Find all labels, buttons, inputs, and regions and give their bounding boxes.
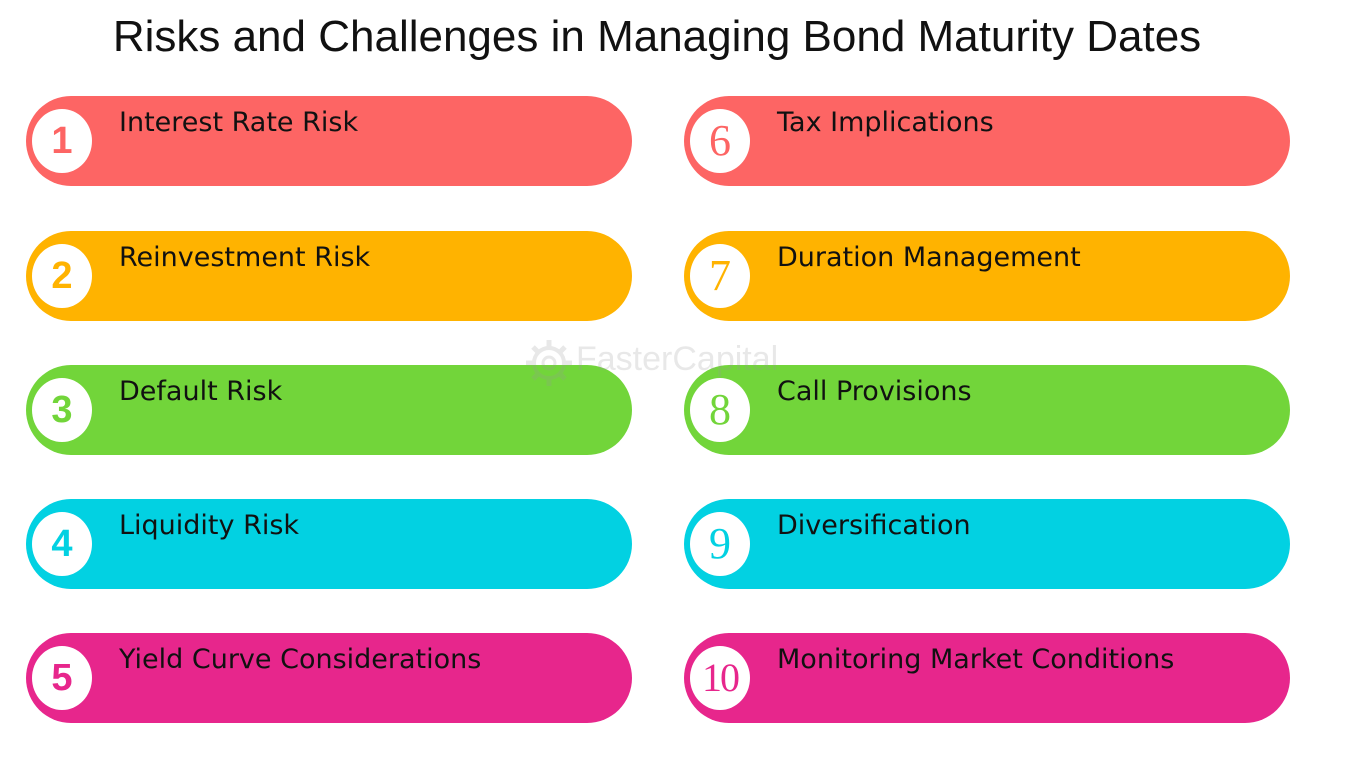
number-badge: 8 xyxy=(690,378,750,442)
list-item-3: 3 Default Risk xyxy=(26,365,632,455)
item-number: 10 xyxy=(702,655,740,700)
number-badge: 2 xyxy=(32,244,92,308)
list-item-5: 5 Yield Curve Considerations xyxy=(26,633,632,723)
item-label: Diversification xyxy=(777,510,971,541)
list-item-2: 2 Reinvestment Risk xyxy=(26,231,632,321)
item-label: Interest Rate Risk xyxy=(119,107,359,138)
number-badge: 9 xyxy=(690,512,750,576)
item-label: Liquidity Risk xyxy=(119,510,300,541)
item-label: Yield Curve Considerations xyxy=(119,644,482,675)
number-badge: 4 xyxy=(32,512,92,576)
page-title: Risks and Challenges in Managing Bond Ma… xyxy=(112,12,1202,61)
item-label: Reinvestment Risk xyxy=(119,242,371,273)
number-badge: 10 xyxy=(690,646,750,710)
list-item-9: 9 Diversification xyxy=(684,499,1290,589)
item-number: 6 xyxy=(709,116,731,165)
list-item-1: 1 Interest Rate Risk xyxy=(26,96,632,186)
item-number: 9 xyxy=(709,519,731,568)
list-item-8: 8 Call Provisions xyxy=(684,365,1290,455)
item-number: 5 xyxy=(51,657,73,699)
item-number: 4 xyxy=(51,523,73,565)
item-label: Default Risk xyxy=(119,376,283,407)
number-badge: 3 xyxy=(32,378,92,442)
item-number: 7 xyxy=(709,251,731,300)
item-label: Monitoring Market Conditions xyxy=(777,644,1175,675)
item-number: 3 xyxy=(51,389,73,431)
number-badge: 6 xyxy=(690,109,750,173)
list-item-6: 6 Tax Implications xyxy=(684,96,1290,186)
risk-list: 1 Interest Rate Risk 2 Reinvestment Risk… xyxy=(26,96,1290,726)
list-item-7: 7 Duration Management xyxy=(684,231,1290,321)
number-badge: 7 xyxy=(690,244,750,308)
item-label: Tax Implications xyxy=(777,107,994,138)
number-badge: 1 xyxy=(32,109,92,173)
item-label: Duration Management xyxy=(777,242,1081,273)
list-item-4: 4 Liquidity Risk xyxy=(26,499,632,589)
item-number: 1 xyxy=(51,120,73,162)
number-badge: 5 xyxy=(32,646,92,710)
list-item-10: 10 Monitoring Market Conditions xyxy=(684,633,1290,723)
item-label: Call Provisions xyxy=(777,376,972,407)
item-number: 8 xyxy=(709,385,731,434)
item-number: 2 xyxy=(51,255,73,297)
